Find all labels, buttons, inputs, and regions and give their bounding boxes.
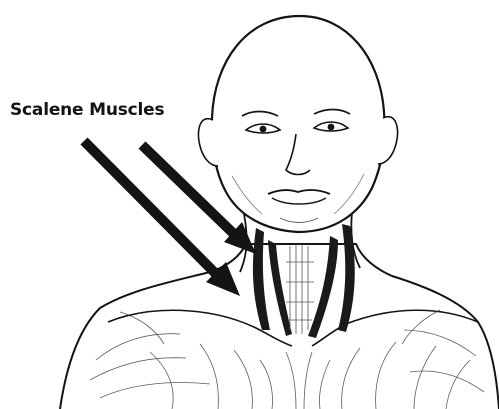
right-pupil [328, 124, 335, 131]
head-outline [212, 16, 385, 232]
left-pupil [260, 126, 267, 133]
scalene-muscles-label: Scalene Muscles [10, 100, 164, 120]
shoulders-outline [60, 244, 499, 409]
